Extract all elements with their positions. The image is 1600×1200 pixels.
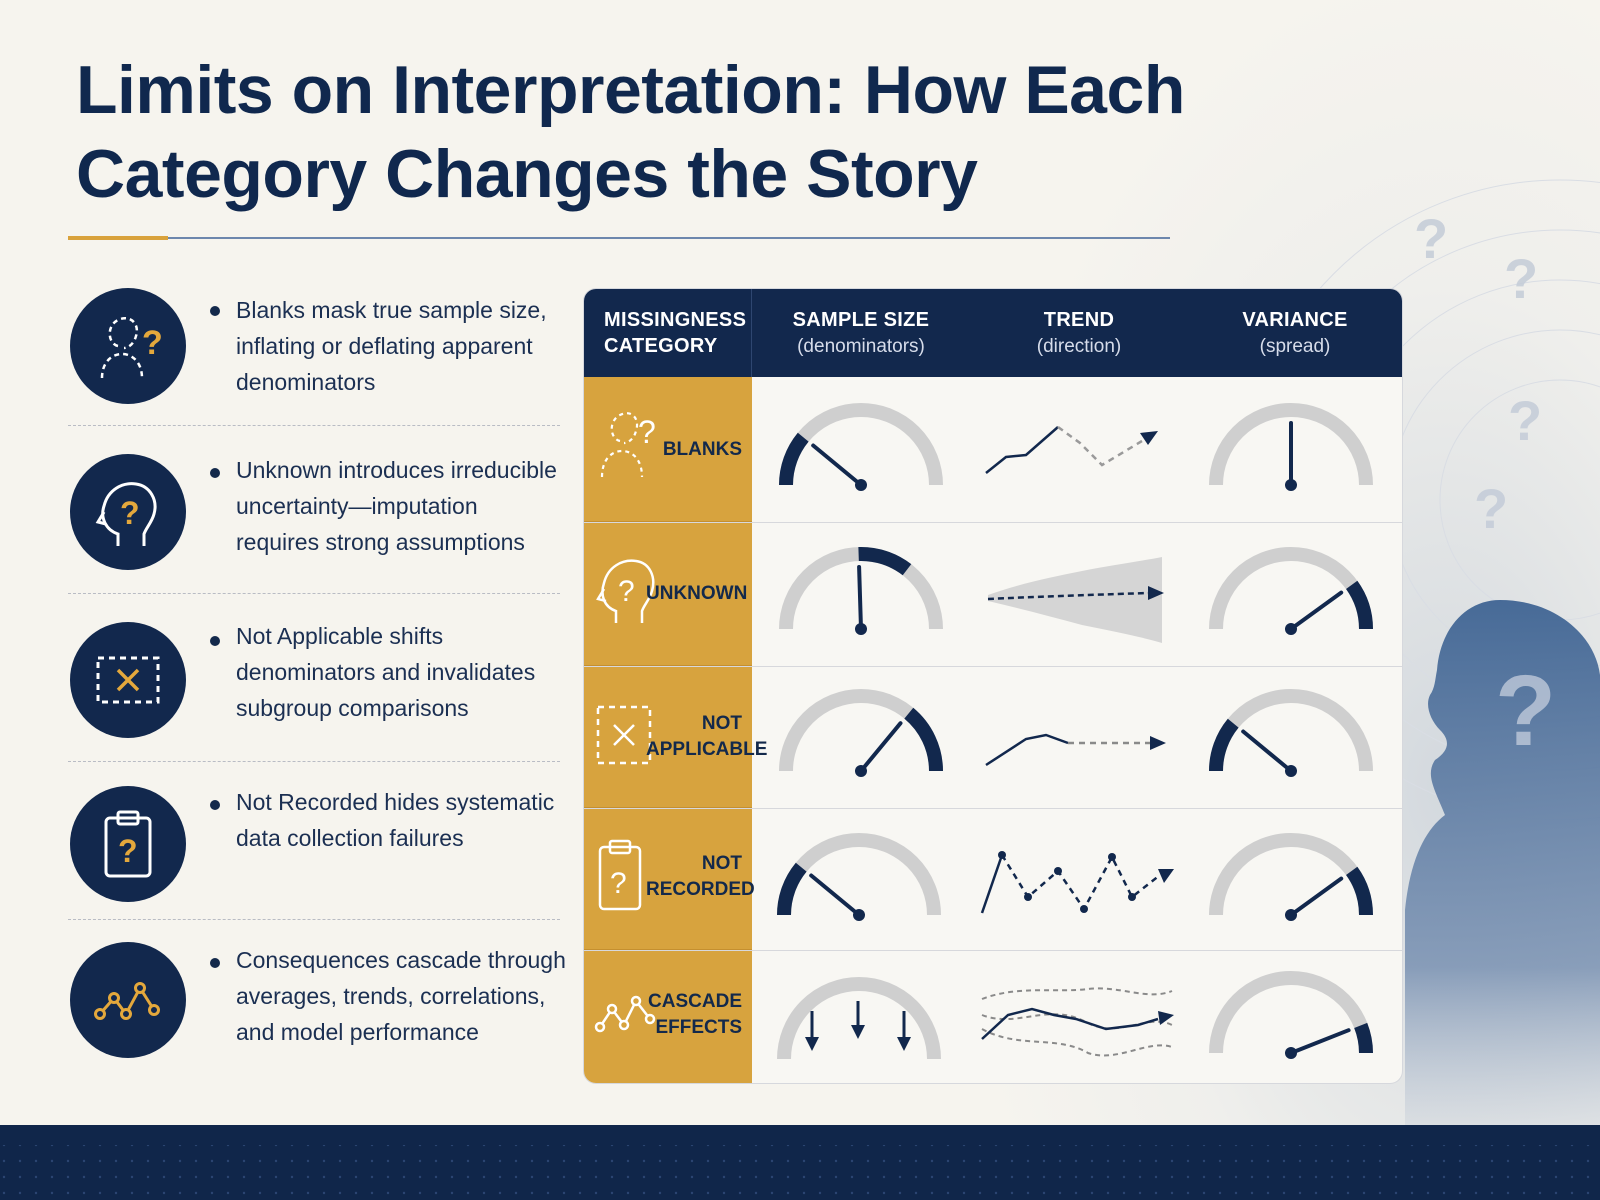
svg-text:?: ?: [610, 867, 627, 900]
variance-gauge: [1209, 689, 1373, 777]
header-missingness-category: MISSINGNESS CATEGORY: [584, 289, 752, 377]
variance-gauge: [1209, 833, 1374, 921]
question-mark-decoration: ?: [1474, 477, 1509, 540]
variance-gauge: [1209, 403, 1373, 491]
person-question-icon: ?: [70, 288, 186, 404]
trend-line-then-dashed: [985, 733, 1166, 767]
question-mark-decoration: ?: [1414, 207, 1449, 270]
trend-uncertainty-band: [987, 557, 1164, 643]
header-trend: TREND (direction): [1036, 308, 1122, 357]
person-question-icon: ?: [600, 412, 656, 478]
table-row-blanks: ? BLANKS: [584, 377, 1402, 523]
table-row-unknown: ? UNKNOWN: [584, 523, 1402, 667]
bullet-dot: [210, 958, 220, 968]
question-mark-decoration: ?: [1504, 247, 1539, 310]
page-title: Limits on Interpretation: How Each Categ…: [76, 52, 1185, 212]
sample-size-gauge: [779, 689, 943, 777]
trend-zigzag-dashed: [980, 851, 1174, 914]
head-question-icon: ?: [70, 454, 186, 570]
table-header: MISSINGNESS CATEGORY SAMPLE SIZE (denomi…: [584, 289, 1402, 377]
line-chart-nodes-icon: [594, 995, 656, 1033]
sample-size-gauge: [777, 833, 941, 921]
category-cell: NOT APPLICABLE: [584, 667, 768, 808]
footer-dot-pattern: [0, 1145, 1600, 1200]
bullet-dot: [210, 800, 220, 810]
dashed-box-x-icon: [596, 705, 652, 765]
bullet-dot: [210, 306, 220, 316]
clipboard-question-icon: ?: [70, 786, 186, 902]
bullet-text: Consequences cascade through averages, t…: [236, 947, 566, 1045]
category-cell: ? UNKNOWN: [584, 523, 752, 666]
table-row-not-applicable: NOT APPLICABLE: [584, 667, 1402, 809]
bullet-dot: [210, 636, 220, 646]
category-cell: ? BLANKS: [584, 377, 752, 522]
svg-text:?: ?: [1495, 655, 1556, 767]
sample-size-gauge: [779, 403, 943, 491]
bullet-text: Unknown introduces irreducible uncertain…: [236, 457, 557, 555]
title-divider-accent: [68, 236, 168, 240]
clipboard-question-icon: ?: [598, 839, 642, 911]
header-sample-size: SAMPLE SIZE (denominators): [792, 308, 930, 357]
bullet-text: Not Applicable shifts denominators and i…: [236, 623, 536, 721]
table-row-cascade-effects: CASCADE EFFECTS: [584, 951, 1402, 1083]
category-cell: ? NOT RECORDED: [584, 809, 755, 950]
bullet-item: Not Applicable shifts denominators and i…: [68, 594, 560, 762]
bullet-text: Not Recorded hides systematic data colle…: [236, 789, 555, 851]
dashed-box-x-icon: [70, 622, 186, 738]
sample-size-gauge: [779, 546, 943, 635]
svg-text:?: ?: [118, 833, 138, 869]
bullet-item: ? Not Recorded hides systematic data col…: [68, 762, 560, 920]
category-label: CASCADE EFFECTS: [648, 991, 742, 1038]
trend-broken-line: [985, 425, 1158, 474]
svg-text:?: ?: [618, 575, 635, 608]
bullet-item: ? Unknown introduces irreducible uncerta…: [68, 426, 560, 594]
variance-gauge: [1209, 971, 1373, 1059]
svg-text:?: ?: [142, 324, 163, 362]
category-label: NOT RECORDED: [646, 853, 755, 900]
category-label: UNKNOWN: [646, 583, 748, 604]
bullet-dot: [210, 468, 220, 478]
variance-gauge: [1209, 547, 1374, 635]
bullet-item: ? Blanks mask true sample size, inflatin…: [68, 270, 560, 426]
head-question-icon: ?: [596, 559, 655, 623]
line-chart-nodes-icon: [70, 942, 186, 1058]
category-label: NOT APPLICABLE: [646, 713, 768, 760]
table-row-not-recorded: ? NOT RECORDED: [584, 809, 1402, 951]
trend-multiple-diverging-lines: [981, 987, 1174, 1057]
svg-text:?: ?: [638, 414, 656, 450]
title-divider: [68, 237, 1170, 239]
thinking-person-silhouette-icon: ?: [1405, 600, 1600, 1125]
missingness-impact-table: MISSINGNESS CATEGORY SAMPLE SIZE (denomi…: [584, 289, 1402, 1083]
header-variance: VARIANCE (spread): [1242, 308, 1348, 357]
svg-text:?: ?: [120, 495, 140, 531]
category-cell: CASCADE EFFECTS: [584, 951, 752, 1083]
sample-size-gauge-dropping: [777, 977, 941, 1060]
category-column-background: [584, 377, 752, 1083]
question-mark-decoration: ?: [1508, 389, 1543, 452]
bullet-text: Blanks mask true sample size, inflating …: [236, 297, 547, 395]
category-label: BLANKS: [662, 439, 742, 460]
bullet-item: Consequences cascade through averages, t…: [68, 920, 566, 1080]
